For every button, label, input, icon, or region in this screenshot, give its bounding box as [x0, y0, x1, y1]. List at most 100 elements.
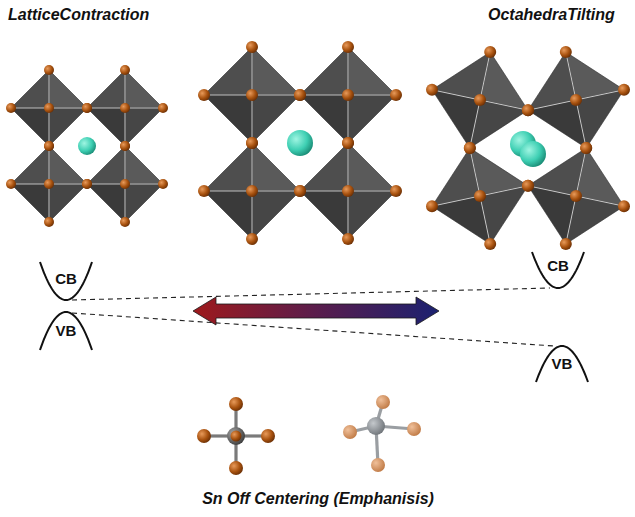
- bond-line: [125, 108, 126, 146]
- halide-atom: [44, 179, 54, 189]
- bond-line: [125, 146, 126, 184]
- octahedron-face: [87, 184, 125, 222]
- halide-atom: [522, 104, 534, 116]
- halide-atom: [560, 238, 572, 250]
- halide-atom: [522, 104, 534, 116]
- octahedron: [300, 47, 396, 143]
- octahedron-face: [11, 70, 49, 108]
- octahedron: [204, 47, 300, 143]
- octahedron-face: [432, 52, 490, 100]
- octahedron-face: [300, 191, 348, 239]
- halide-atom: [390, 185, 402, 197]
- octahedron-face: [348, 47, 396, 95]
- a-cation: [78, 137, 96, 155]
- bond-line: [300, 191, 348, 192]
- octahedron-face: [49, 70, 87, 108]
- bond-line: [576, 100, 586, 148]
- halide-atom: [120, 217, 130, 227]
- bond-line: [480, 52, 490, 100]
- bond-line: [204, 191, 252, 192]
- halide-atom: [484, 46, 496, 58]
- structure-title: LatticeContraction: [8, 6, 149, 24]
- halide-atom: [342, 41, 354, 53]
- halide-atom: [246, 233, 258, 245]
- bond-line: [528, 100, 576, 110]
- halide-atom: [82, 179, 92, 189]
- octahedron-face: [49, 184, 87, 222]
- halide-atom: [231, 431, 242, 442]
- bond-line: [49, 70, 50, 108]
- halide-atom: [464, 142, 476, 154]
- bond-line: [566, 52, 576, 100]
- bond-line: [432, 90, 480, 100]
- bond-line: [125, 184, 163, 185]
- bond-line: [252, 191, 300, 192]
- halide-atom: [618, 200, 630, 212]
- sn-atom: [367, 417, 385, 435]
- bond-line: [300, 95, 348, 96]
- band-diagram: [40, 252, 588, 382]
- bond-line: [49, 108, 87, 109]
- halide-atom: [120, 141, 130, 151]
- halide-atom: [44, 217, 54, 227]
- octahedron: [87, 146, 163, 222]
- a-cation: [287, 130, 313, 156]
- band-label: CB: [55, 270, 77, 287]
- octahedron: [300, 143, 396, 239]
- halide-atom: [261, 429, 275, 443]
- halide-atom: [342, 89, 354, 101]
- halide-atom: [618, 84, 630, 96]
- octahedron: [528, 52, 624, 148]
- halide-atom: [342, 185, 354, 197]
- bond-line: [432, 196, 480, 206]
- octahedron-face: [204, 191, 252, 239]
- halide-atom: [342, 137, 354, 149]
- bond-line: [470, 148, 480, 196]
- octahedron-face: [125, 184, 163, 222]
- perovskite-structure: [198, 41, 402, 245]
- halide-atom: [390, 89, 402, 101]
- bond-line: [348, 143, 349, 191]
- octahedron-face: [348, 143, 396, 191]
- bond-line: [480, 196, 490, 244]
- octahedron-face: [348, 191, 396, 239]
- bond-line: [125, 108, 163, 109]
- bond-line: [49, 184, 87, 185]
- bond-line: [125, 70, 126, 108]
- bond-line: [576, 90, 624, 100]
- halide-atom: [120, 141, 130, 151]
- halide-atom: [6, 179, 16, 189]
- bond-line: [252, 95, 300, 96]
- bond-line: [566, 196, 576, 244]
- octahedron-face: [300, 47, 348, 95]
- bond-line: [252, 143, 253, 191]
- octahedron: [204, 143, 300, 239]
- halide-atom: [120, 103, 130, 113]
- halide-atom: [246, 185, 258, 197]
- halide-atom: [294, 89, 306, 101]
- halide-atom: [474, 190, 486, 202]
- halide-atom: [407, 422, 421, 436]
- bond-line: [87, 108, 125, 109]
- halide-atom: [246, 89, 258, 101]
- bond-line: [204, 95, 252, 96]
- sn-octahedron-unit: [197, 397, 275, 475]
- band-label: VB: [552, 355, 573, 372]
- bond-line: [348, 191, 396, 192]
- octahedron-face: [125, 146, 163, 184]
- bond-line: [252, 47, 253, 95]
- halide-atom: [44, 141, 54, 151]
- halide-atom: [120, 65, 130, 75]
- octahedron-face: [11, 108, 49, 146]
- halide-atom: [44, 141, 54, 151]
- a-cation: [520, 141, 546, 167]
- bond-line: [348, 47, 349, 95]
- halide-atom: [82, 103, 92, 113]
- halide-atom: [246, 137, 258, 149]
- octahedron-face: [348, 95, 396, 143]
- halide-atom: [371, 458, 385, 472]
- bond-line: [49, 184, 50, 222]
- dashed-guide: [72, 288, 550, 300]
- bond-line: [348, 95, 396, 96]
